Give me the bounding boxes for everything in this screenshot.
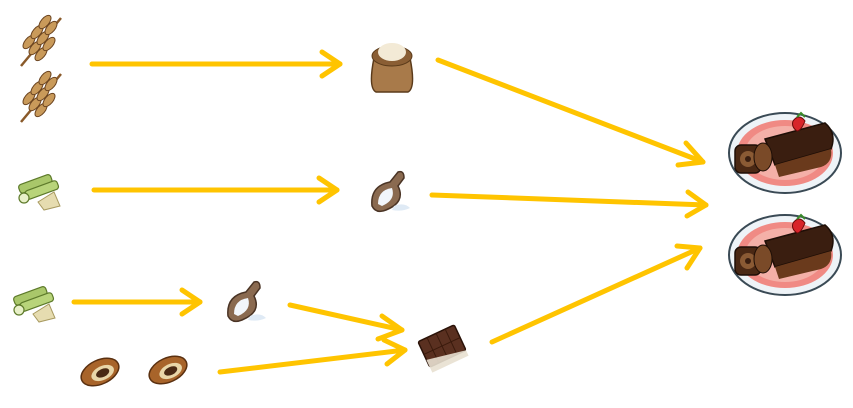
flour-sack-icon [370,43,414,93]
cocoa-pod-icon [144,349,192,391]
sugar-scoop-icon [227,280,267,323]
sugarcane-icon [17,173,61,211]
yule-log-cake-icon [728,214,842,296]
arrow-sugarcane-to-sugar-2 [71,287,203,317]
arrow-sugarcane-to-sugar [91,175,340,205]
arrow-sugar-to-yule-log [429,189,709,219]
arrow-wheat-to-flour [89,49,343,79]
arrow-flour-to-yule-log [435,57,706,168]
cocoa-pod-icon [76,351,124,393]
sugarcane-icon [12,285,56,323]
arrow-cocoa-to-chocolate [217,337,408,375]
sugar-scoop-icon [371,170,411,213]
chocolate-bar-icon [417,324,469,373]
arrows [71,49,709,375]
arrow-chocolate-to-yule-log [489,243,703,345]
wheat-icon [19,68,63,124]
arrow-sugar-to-chocolate [287,302,405,342]
wheat-icon [19,12,63,68]
yule-log-cake-icon [728,112,842,194]
